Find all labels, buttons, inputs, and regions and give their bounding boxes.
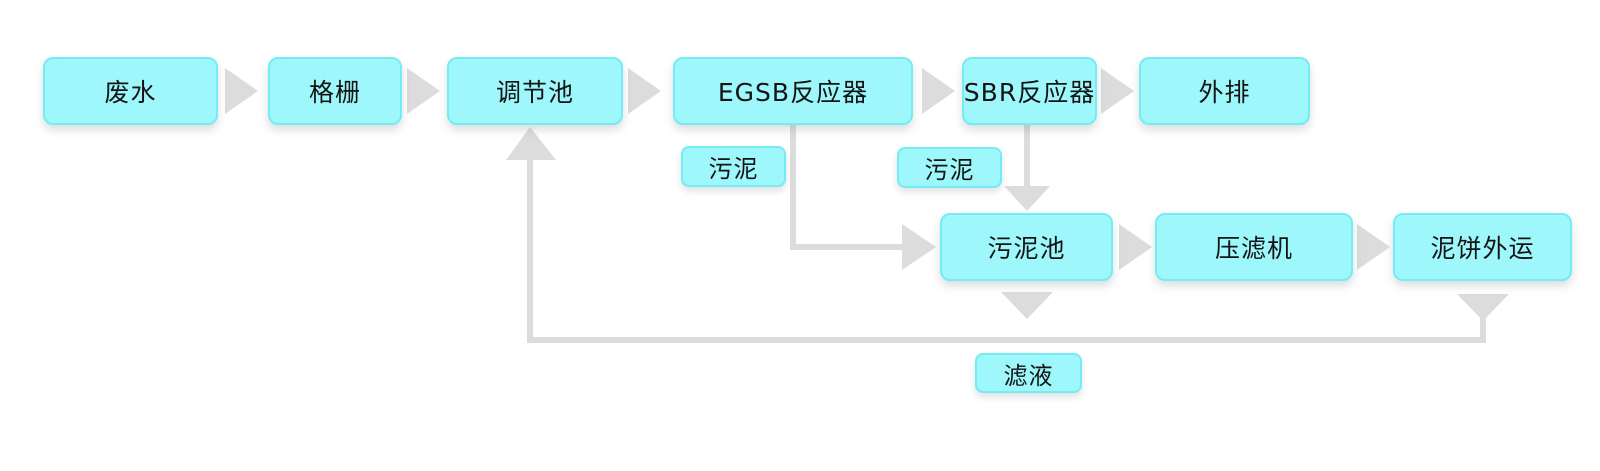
node-egsb-reactor: EGSB反应器	[673, 57, 913, 125]
node-effluent-discharge: 外排	[1139, 57, 1310, 125]
tag-sludge-from-sbr: 污泥	[897, 147, 1002, 188]
tag-sludge-from-egsb: 污泥	[681, 146, 786, 187]
tag-filtrate: 滤液	[975, 353, 1082, 393]
arrow-egsb-to-sbr	[922, 68, 955, 114]
arrow-sbr-to-sludgetank	[1004, 125, 1050, 211]
node-sludge-cake-hauling: 泥饼外运	[1393, 213, 1572, 281]
arrow-sludgetank-down	[1001, 292, 1053, 319]
arrow-equalization-to-egsb	[628, 68, 661, 114]
arrow-filterpress-to-cake	[1357, 224, 1390, 270]
arrow-sbr-to-discharge	[1101, 68, 1134, 114]
node-wastewater: 废水	[43, 57, 218, 125]
node-equalization-tank: 调节池	[447, 57, 623, 125]
arrow-sludgetank-to-filterpress	[1119, 224, 1152, 270]
arrow-screen-to-equalization	[407, 68, 440, 114]
node-sludge-tank: 污泥池	[940, 213, 1113, 281]
node-bar-screen: 格栅	[268, 57, 402, 125]
node-filter-press: 压滤机	[1155, 213, 1353, 281]
arrow-cake-down	[1457, 294, 1509, 321]
arrow-egsb-to-sludgetank	[790, 125, 936, 270]
node-sbr-reactor: SBR反应器	[962, 57, 1097, 125]
arrow-wastewater-to-screen	[225, 68, 258, 114]
filtrate-return-line	[506, 127, 1509, 343]
arrow-filtrate-to-equalization	[506, 127, 556, 160]
